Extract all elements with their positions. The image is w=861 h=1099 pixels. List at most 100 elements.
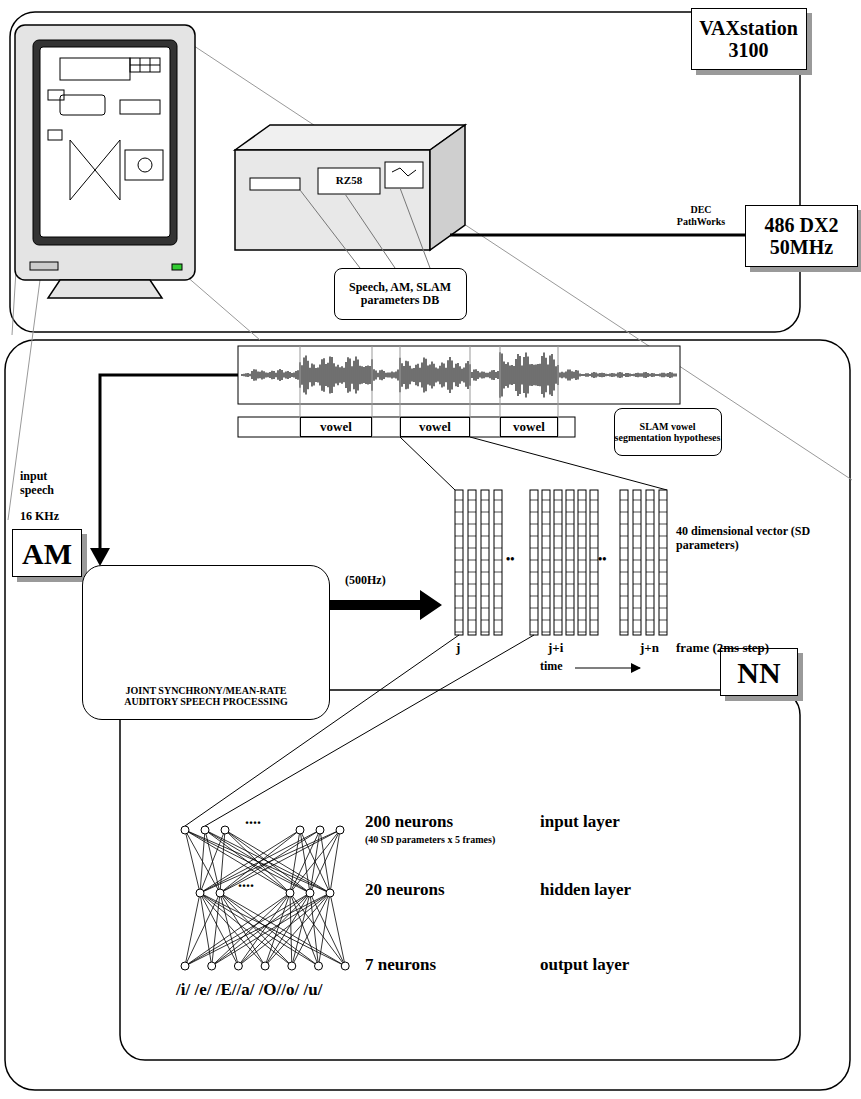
frame-tick [566,572,574,573]
wave-stroke [573,372,574,379]
segmentation-bar [238,417,575,437]
wave-stroke [287,371,288,379]
weight-line [185,893,200,966]
wave-stroke [335,366,336,383]
wave-stroke [447,360,448,389]
ellipsis: •• [598,553,606,567]
wave-stroke [277,370,278,379]
wave-stroke [391,372,392,379]
db-leader-lines [300,188,430,268]
frame-tick [530,632,538,633]
wave-stroke [609,374,610,377]
wave-stroke [599,373,600,377]
wave-stroke [297,370,298,380]
weight-line [220,893,292,966]
wave-stroke [443,364,444,387]
wave-stroke [491,370,492,379]
frame-tick [494,584,502,585]
wave-stroke [379,370,380,379]
frame-tick [468,632,476,633]
frame-tick [620,632,628,633]
node-text: SLAM vowel segmentation hypotheses [615,421,721,443]
frame-tick [578,584,586,585]
frame-tick [554,572,562,573]
wave-stroke [321,359,322,390]
wave-stroke [341,366,342,383]
weight-line [220,893,345,966]
wave-stroke [509,365,510,384]
frame-tick [659,560,667,561]
neuron [181,826,189,834]
frame-tick [633,560,641,561]
wave-stroke [441,363,442,388]
frame-tick [578,632,586,633]
wave-stroke [665,374,666,377]
signal-label: input speech [20,470,80,498]
frame-tick [494,620,502,621]
neuron [296,826,304,834]
wave-stroke [587,373,588,377]
wave-stroke [425,359,426,392]
network-link [450,234,752,237]
wave-stroke [577,370,578,379]
wave-stroke [393,372,394,378]
wave-stroke [607,374,608,376]
frame-tick [633,572,641,573]
weight-line [292,893,330,966]
frame-tick [578,548,586,549]
frame-bar [554,490,562,635]
frame-tick [566,596,574,597]
frame-tick [542,524,550,525]
weight-line [200,830,320,893]
frame-tick [481,596,489,597]
wave-stroke [575,370,576,380]
frame-tick [455,500,463,501]
neuron [336,826,344,834]
wave-stroke [625,373,626,377]
frame-tick [468,572,476,573]
frame-bar [530,490,538,635]
frame-tick [530,608,538,609]
neuron [201,826,209,834]
neuron [316,826,324,834]
wave-stroke [455,364,456,386]
frame-bar [468,490,476,635]
frame-tick [542,560,550,561]
wave-stroke [563,372,564,377]
frame-tick [633,500,641,501]
rate-label: (500Hz) [345,574,386,588]
frame-tick [455,620,463,621]
layer-name: output layer [540,955,629,975]
frame-tick [566,560,574,561]
frame-tick [633,632,641,633]
neuron [288,962,296,970]
wave-stroke [651,373,652,377]
wave-stroke [529,364,530,385]
neuron [216,889,224,897]
frame-tick [620,584,628,585]
frame-tick [530,524,538,525]
wave-stroke [255,369,256,380]
wave-stroke [515,359,516,391]
wave-stroke [667,373,668,377]
wave-stroke [263,371,264,378]
ellipsis: •• [506,553,514,567]
vector-label: 40 dimensional vector (SD parameters) [676,525,844,553]
node-text: AM [22,537,72,570]
wave-stroke [673,373,674,376]
wave-stroke [597,374,598,377]
wave-stroke [467,361,468,389]
layer-size: 200 neurons [365,812,453,832]
weight-line [212,893,220,966]
wave-stroke [325,364,326,386]
frame-tick [620,560,628,561]
frame-tick [620,620,628,621]
wave-stroke [531,364,532,386]
weight-line [200,830,340,893]
node-text: JOINT SYNCHRONY/MEAN-RATE AUDITORY SPEEC… [106,685,306,707]
node-text: NN [737,656,780,689]
wave-stroke [251,371,252,379]
frame-tick [646,548,654,549]
frame-tick [494,500,502,501]
wave-stroke [541,356,542,394]
